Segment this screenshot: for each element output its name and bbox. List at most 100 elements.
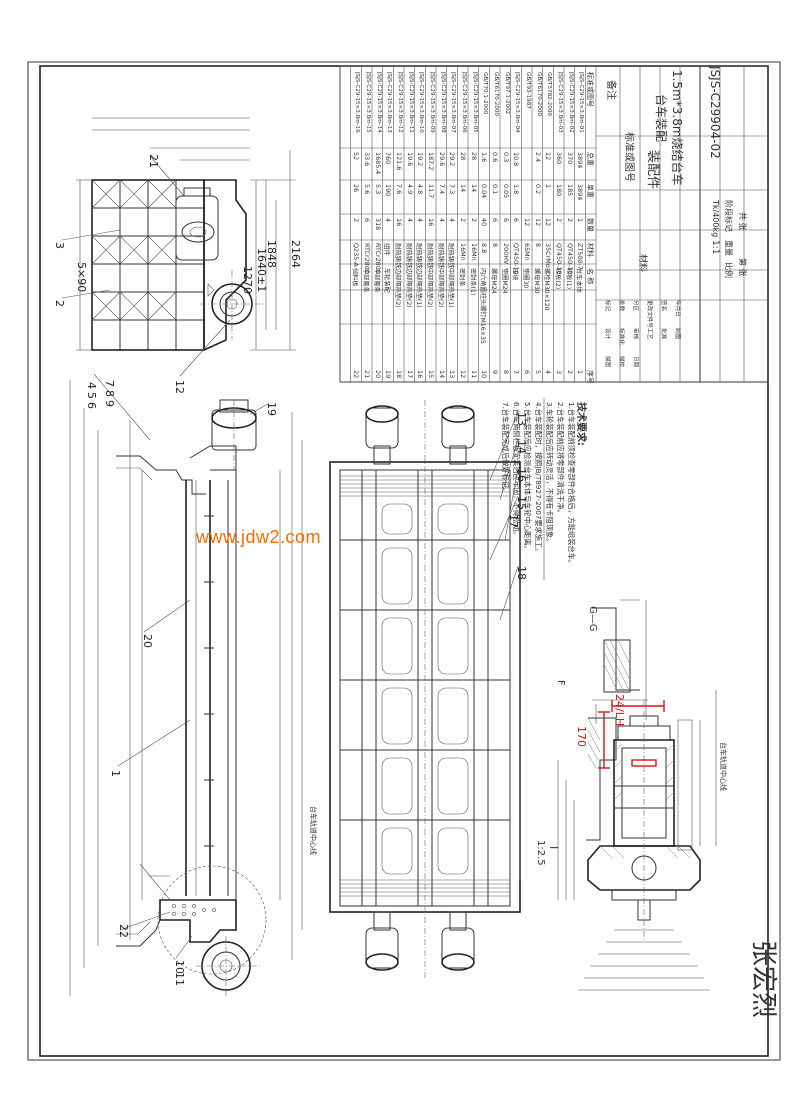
bom-cell-name: 挡料板: [351, 268, 359, 287]
bom-cell-unit: 0.2: [533, 184, 542, 195]
bom-cell-qty: 2: [565, 218, 574, 223]
bom-cell-std: JSJS-C29-15×3.8m-06: [460, 72, 467, 133]
standard-label: 标准或图号: [623, 132, 634, 182]
bom-cell-total: 2.4: [533, 152, 542, 163]
bom-cell-no: 16: [416, 370, 425, 379]
bom-cell-total: 0.3: [501, 152, 510, 163]
bom-cell-std: JSJS-C29-15×3.8m-14: [375, 72, 382, 133]
bom-cell-unit: 3894: [576, 184, 585, 201]
balloon-1: 1: [109, 770, 122, 777]
bom-cell-std: GB/T93-1987: [524, 72, 531, 109]
detail-scale: 1:2.5: [535, 840, 546, 866]
bom-cell-qty: 4: [437, 218, 446, 223]
bom-cell-qty: 16: [394, 218, 403, 227]
bom-cell-total: 187.2: [426, 152, 435, 171]
handwritten-signature: 张宏烈: [748, 940, 778, 1019]
bom-cell-std: JSJS-C29-15×3.8m-07: [450, 72, 457, 133]
bom-cell-unit: 14: [458, 184, 467, 193]
bom-cell-material: 65Mn: [522, 243, 531, 261]
bom-cell-std: GB/T70.1-2000: [482, 72, 489, 115]
bom-cell-name: 螺栓M30×120: [543, 268, 551, 311]
bom-cell-total: 3894: [576, 152, 585, 169]
title-block-label: 标准化: [618, 328, 624, 345]
svg-text:1270: 1270: [241, 266, 254, 294]
bom-cell-total: 121.6: [394, 152, 403, 171]
bom-cell-name: 密封条: [457, 268, 465, 287]
bom-header-seq: 序号: [586, 370, 595, 384]
title-block-label: 标记: [604, 300, 610, 312]
sheet-count: 共 张: [738, 212, 747, 231]
bom-cell-total: 370: [565, 152, 574, 165]
bom-cell-material: 组件: [383, 243, 392, 256]
title-block-label: 批准: [660, 328, 666, 340]
balloon-9: 9: [103, 400, 116, 407]
technical-note: 4.台车装配时，按照JB/T8927-2007要求施工。: [534, 402, 543, 556]
balloon-11: 11: [173, 972, 186, 986]
bom-cell-std: JSJS-C29-15×3.8m-13: [386, 72, 393, 133]
detail-i-label: I: [547, 846, 560, 850]
bom-cell-qty: 4: [384, 218, 393, 223]
weight-label: 重量: [724, 240, 733, 256]
detail-i-view: [557, 690, 717, 991]
bom-cell-std: JSJS-C29-15×3.8m-10: [418, 72, 425, 133]
bom-cell-unit: 1.8: [512, 184, 521, 195]
bom-cell-qty: 6: [501, 218, 510, 223]
bom-cell-no: 20: [373, 370, 382, 379]
stage-label: 阶段标记: [724, 200, 733, 232]
svg-text:1640±1: 1640±1: [255, 248, 268, 292]
section-g-g-label: G—G: [587, 606, 598, 632]
balloon-3: 3: [53, 242, 66, 249]
balloon-22: 22: [117, 924, 130, 938]
balloon-14: 14: [515, 440, 528, 454]
section-f-label: F: [555, 680, 566, 686]
bom-header-material: 材料: [586, 243, 595, 257]
bom-table: [339, 65, 769, 383]
bom-cell-total: 33.6: [362, 152, 371, 167]
technical-note: 1.台车装配前须检查零部件合格后，方能组装台车。: [567, 402, 576, 567]
technical-note: 3.车轮装配后应转动灵活，不得有卡阻现象。: [545, 402, 554, 546]
bom-cell-no: 4: [544, 370, 553, 375]
bom-header-standard: 标准或图号: [586, 72, 595, 107]
bom-cell-name: 台车本体: [575, 268, 583, 293]
bom-header-total_weight: 总重: [586, 152, 595, 166]
watermark: www.jdw2.com: [196, 527, 322, 547]
bom-cell-qty: 6: [362, 218, 371, 223]
bom-cell-material: 8.8: [480, 243, 489, 254]
title-block-label: 更改文件号: [646, 300, 652, 328]
bom-cell-no: 22: [352, 370, 361, 379]
outer-border: [27, 61, 781, 1061]
bom-cell-std: GB/T97.1-2002: [503, 72, 510, 115]
bom-cell-no: 12: [458, 370, 467, 379]
bom-cell-qty: 6: [512, 218, 521, 223]
bom-cell-name: 内六角圆柱头螺钉M16×35: [479, 268, 487, 344]
bom-cell-std: JSJS-C29-15×3.8m-03: [556, 72, 563, 133]
side-elevation-view: [69, 380, 303, 996]
bom-cell-std: JSJS-C29-15×3.8m-11: [407, 72, 414, 133]
title-block-label: 工艺: [646, 328, 652, 340]
bom-cell-name: 压块: [511, 268, 519, 281]
bom-cell-no: 6: [522, 370, 531, 375]
bom-cell-qty: 1: [576, 218, 585, 223]
bom-cell-no: 15: [426, 370, 435, 379]
bom-cell-std: JSJS-C29-15×3.8m-15: [364, 72, 371, 133]
bom-cell-material: 耐热铸铁: [393, 243, 402, 269]
balloon-16: 16: [515, 468, 528, 482]
title-block-label: 设计: [604, 328, 610, 340]
bom-cell-total: 28: [469, 152, 478, 161]
bom-cell-name: 中部篦条: [372, 268, 380, 293]
title-block-label: 制图: [674, 328, 680, 340]
bom-cell-unit: 7.4: [437, 184, 446, 195]
drawing-number: JSJS-C29904-02: [708, 66, 722, 159]
bom-cell-unit: 11.7: [426, 184, 435, 199]
bom-cell-unit: 0.05: [501, 184, 510, 199]
technical-note: 2.台车装配前应将零部件清洗干净。: [556, 402, 565, 517]
plan-view: [329, 400, 521, 980]
bom-cell-name: 中部隔热垫(1): [447, 268, 455, 308]
bom-cell-no: 11: [469, 370, 478, 379]
bom-cell-name: 垫圈M24: [500, 268, 508, 294]
bom-cell-unit: 5.3: [373, 184, 382, 195]
bom-cell-no: 13: [448, 370, 457, 379]
bom-cell-material: 耐热铸铁: [436, 243, 445, 269]
bom-cell-name: 密封条(1): [468, 268, 476, 296]
